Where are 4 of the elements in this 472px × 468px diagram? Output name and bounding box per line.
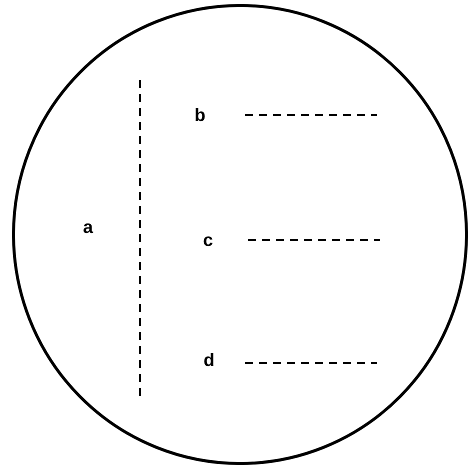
part-label: c <box>203 231 213 249</box>
part-label: d <box>204 351 214 369</box>
part-label: b <box>194 106 206 124</box>
part-label: a <box>83 218 93 236</box>
